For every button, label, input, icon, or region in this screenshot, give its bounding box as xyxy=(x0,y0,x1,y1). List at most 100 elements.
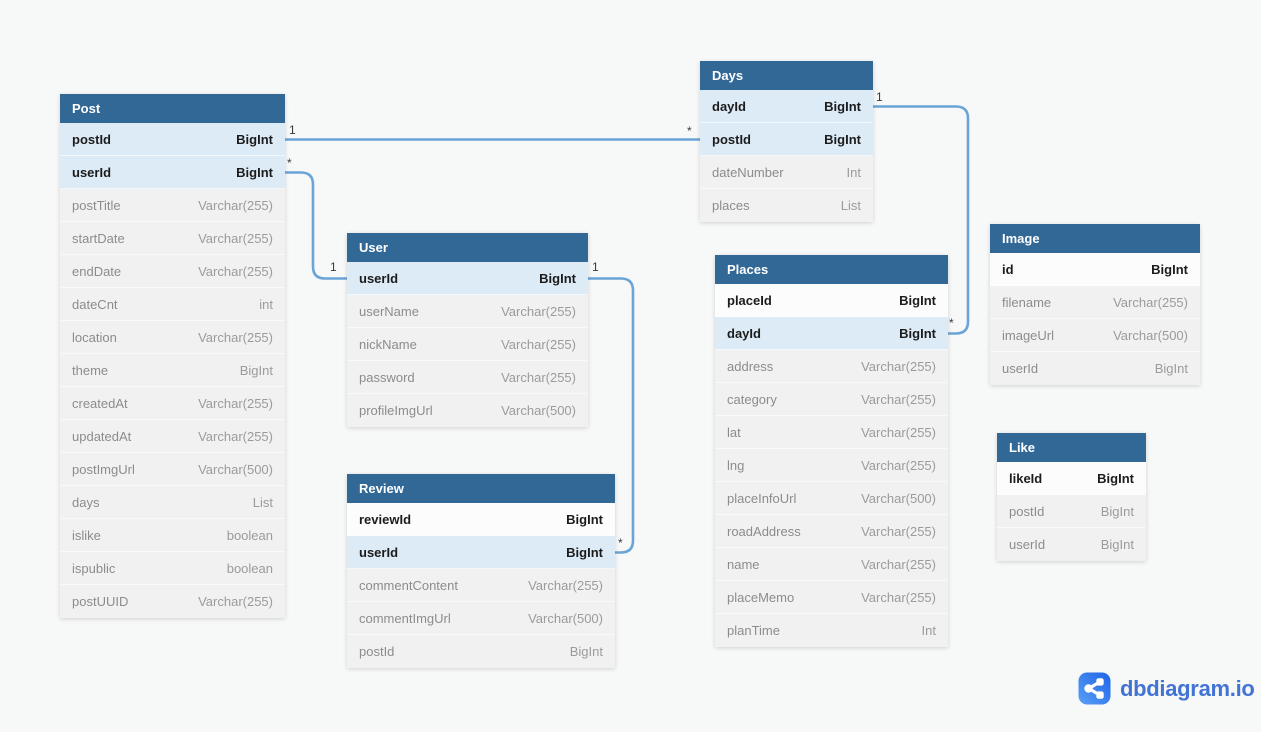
field-row-image-filename[interactable]: filename Varchar(255) xyxy=(990,286,1200,319)
field-name: startDate xyxy=(72,230,125,246)
field-name: userName xyxy=(359,303,419,319)
relationship-user-userid-review-userid[interactable] xyxy=(588,277,635,554)
field-row-places-lat[interactable]: lat Varchar(255) xyxy=(715,416,948,449)
field-type: Varchar(255) xyxy=(861,589,936,605)
field-type: Varchar(255) xyxy=(861,556,936,572)
field-type: BigInt xyxy=(1100,537,1134,552)
field-name: islike xyxy=(72,527,101,543)
field-name: reviewId xyxy=(359,511,412,527)
field-name: commentImgUrl xyxy=(359,610,451,626)
field-row-places-roadaddress[interactable]: roadAddress Varchar(255) xyxy=(715,515,948,548)
field-name: createdAt xyxy=(72,395,128,411)
table-header-post[interactable]: Post xyxy=(60,94,285,123)
field-row-post-createdat[interactable]: createdAt Varchar(255) xyxy=(60,387,285,420)
field-type: Varchar(255) xyxy=(198,329,273,345)
field-type: Int xyxy=(846,164,861,180)
table-header-image[interactable]: Image xyxy=(990,224,1200,253)
field-name: placeId xyxy=(727,292,772,308)
table-header-days[interactable]: Days xyxy=(700,61,873,90)
field-type: Varchar(255) xyxy=(861,523,936,539)
field-name: postUUID xyxy=(72,594,129,609)
field-name: lat xyxy=(727,424,741,440)
field-name: userId xyxy=(1009,537,1046,552)
field-row-post-startdate[interactable]: startDate Varchar(255) xyxy=(60,222,285,255)
table-header-like[interactable]: Like xyxy=(997,433,1146,462)
field-name: dayId xyxy=(727,325,761,341)
field-name: likeId xyxy=(1009,470,1043,486)
dbdiagram-branding-link[interactable]: dbdiagram.io xyxy=(1078,672,1255,705)
field-name: userId xyxy=(72,164,112,180)
field-type: Varchar(255) xyxy=(861,424,936,440)
table-header-user[interactable]: User xyxy=(347,233,588,262)
field-type: Varchar(500) xyxy=(198,461,273,477)
field-type: BigInt xyxy=(539,270,576,286)
field-name: filename xyxy=(1002,294,1052,310)
field-type: Varchar(255) xyxy=(1113,294,1188,310)
field-type: Varchar(255) xyxy=(198,395,273,411)
field-row-places-dayid[interactable]: dayId BigInt xyxy=(715,317,948,350)
field-type: Varchar(255) xyxy=(861,391,936,407)
field-type: BigInt xyxy=(899,325,936,341)
field-name: postId xyxy=(359,644,395,659)
relationship-days-dayid-places-dayid[interactable] xyxy=(873,105,970,335)
cardinality-label: * xyxy=(949,316,954,330)
field-type: Varchar(255) xyxy=(528,577,603,593)
table-header-review[interactable]: Review xyxy=(347,474,615,503)
field-row-like-userid[interactable]: userId BigInt xyxy=(997,528,1146,561)
field-type: Varchar(255) xyxy=(198,230,273,246)
table-header-places[interactable]: Places xyxy=(715,255,948,284)
field-type: Varchar(255) xyxy=(861,358,936,374)
dbdiagram-logo-icon xyxy=(1078,672,1111,705)
field-name: roadAddress xyxy=(727,523,801,539)
relationship-post-userid-user-userid[interactable] xyxy=(285,171,347,280)
